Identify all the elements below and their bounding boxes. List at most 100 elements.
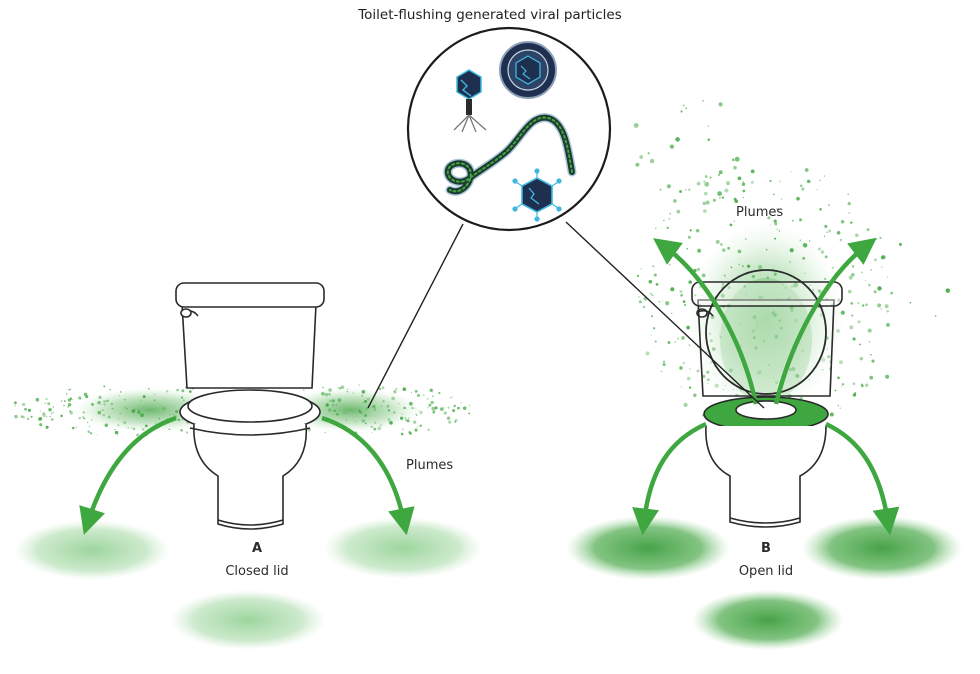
aerosol-droplet (416, 393, 421, 398)
aerosol-droplet (669, 212, 671, 215)
aerosol-droplet (734, 156, 740, 162)
aerosol-droplet (123, 421, 127, 425)
aerosol-droplet (871, 359, 875, 363)
aerosol-droplet (840, 238, 842, 241)
aerosol-droplet (380, 405, 382, 407)
panel-b-open-lid (566, 99, 962, 650)
aerosol-droplet (679, 366, 683, 370)
aerosol-droplet (711, 347, 716, 351)
plume-arrow-up-right-b (773, 237, 877, 405)
aerosol-droplet (39, 410, 41, 412)
aerosol-droplet (387, 409, 390, 412)
aerosol-droplet (794, 318, 798, 323)
aerosol-droplet (696, 369, 700, 373)
aerosol-droplet (677, 337, 679, 340)
aerosol-droplet (303, 389, 305, 391)
aerosol-droplet (788, 368, 793, 372)
aerosol-droplet (446, 416, 451, 420)
aerosol-droplet (685, 107, 688, 110)
aerosol-droplet (824, 255, 828, 259)
aerosol-droplet (361, 419, 366, 423)
aerosol-droplet (141, 427, 145, 431)
aerosol-droplet (640, 268, 642, 270)
aerosol-droplet (439, 407, 444, 411)
aerosol-droplet (140, 413, 142, 416)
aerosol-droplet (712, 198, 716, 202)
aerosol-droplet (165, 390, 169, 393)
aerosol-droplet (666, 184, 671, 189)
aerosol-droplet (709, 176, 712, 179)
aerosol-droplet (660, 370, 663, 373)
aerosol-droplet (669, 144, 675, 149)
aerosol-droplet (162, 407, 166, 411)
aerosol-droplet (761, 296, 764, 299)
aerosol-droplet (438, 392, 441, 395)
aerosol-droplet (886, 322, 890, 327)
aerosol-droplet (89, 425, 91, 428)
aerosol-droplet (45, 425, 49, 429)
aerosol-droplet (181, 389, 185, 393)
aerosol-droplet (875, 238, 878, 240)
aerosol-droplet (402, 428, 404, 431)
aerosol-droplet (362, 402, 364, 404)
aerosol-droplet (415, 407, 417, 409)
aerosol-droplet (809, 284, 811, 287)
aerosol-droplet (101, 409, 104, 412)
aerosol-droplet (826, 348, 828, 350)
aerosol-droplet (136, 434, 138, 437)
aerosol-droplet (35, 397, 40, 402)
aerosol-droplet (398, 402, 400, 405)
aerosol-droplet (448, 420, 452, 424)
aerosol-droplet (877, 286, 882, 291)
aerosol-droplet (153, 399, 156, 402)
aerosol-droplet (886, 309, 889, 313)
aerosol-droplet (406, 419, 410, 423)
aerosol-droplet (827, 355, 831, 359)
aerosol-droplet (69, 410, 72, 413)
aerosol-droplet (324, 392, 329, 397)
aerosol-droplet (857, 302, 860, 304)
aerosol-droplet (945, 288, 951, 293)
aerosol-droplet (723, 388, 725, 391)
aerosol-droplet (733, 220, 735, 222)
aerosol-droplet (111, 407, 114, 410)
aerosol-droplet (130, 427, 132, 429)
aerosol-droplet (824, 224, 828, 228)
aerosol-droplet (24, 407, 27, 411)
aerosol-droplet (67, 388, 70, 391)
droplet-puddle-left-b (566, 516, 730, 580)
aerosol-droplet (358, 409, 361, 412)
aerosol-droplet (852, 337, 856, 341)
aerosol-droplet (77, 396, 82, 400)
aerosol-droplet (427, 406, 429, 409)
aerosol-droplet (831, 266, 834, 269)
aerosol-droplet (774, 237, 777, 240)
aerosol-droplet (839, 407, 841, 409)
aerosol-droplet (704, 175, 708, 178)
aerosol-droplet (102, 414, 105, 417)
aerosol-droplet (118, 394, 120, 397)
aerosol-droplet (647, 152, 650, 155)
aerosol-droplet (335, 403, 338, 406)
aerosol-droplet (819, 313, 824, 317)
viral-particles-inset (406, 26, 612, 232)
aerosol-droplet (822, 369, 824, 371)
aerosol-droplet (740, 344, 742, 347)
aerosol-droplet (370, 425, 373, 428)
aerosol-droplet (415, 413, 417, 415)
aerosol-droplet (633, 123, 639, 128)
aerosol-droplet (836, 230, 841, 235)
plumes-label-a: Plumes (406, 458, 454, 473)
aerosol-droplet (731, 158, 735, 161)
aerosol-droplet (168, 428, 171, 431)
aerosol-droplet (812, 288, 815, 291)
aerosol-droplet (114, 428, 116, 431)
aerosol-droplet (681, 336, 685, 340)
aerosol-droplet (45, 397, 48, 401)
aerosol-droplet (638, 295, 640, 298)
aerosol-droplet (69, 411, 73, 415)
aerosol-droplet (91, 402, 94, 406)
aerosol-droplet (114, 430, 119, 435)
aerosol-droplet (106, 399, 109, 403)
aerosol-droplet (808, 240, 811, 242)
